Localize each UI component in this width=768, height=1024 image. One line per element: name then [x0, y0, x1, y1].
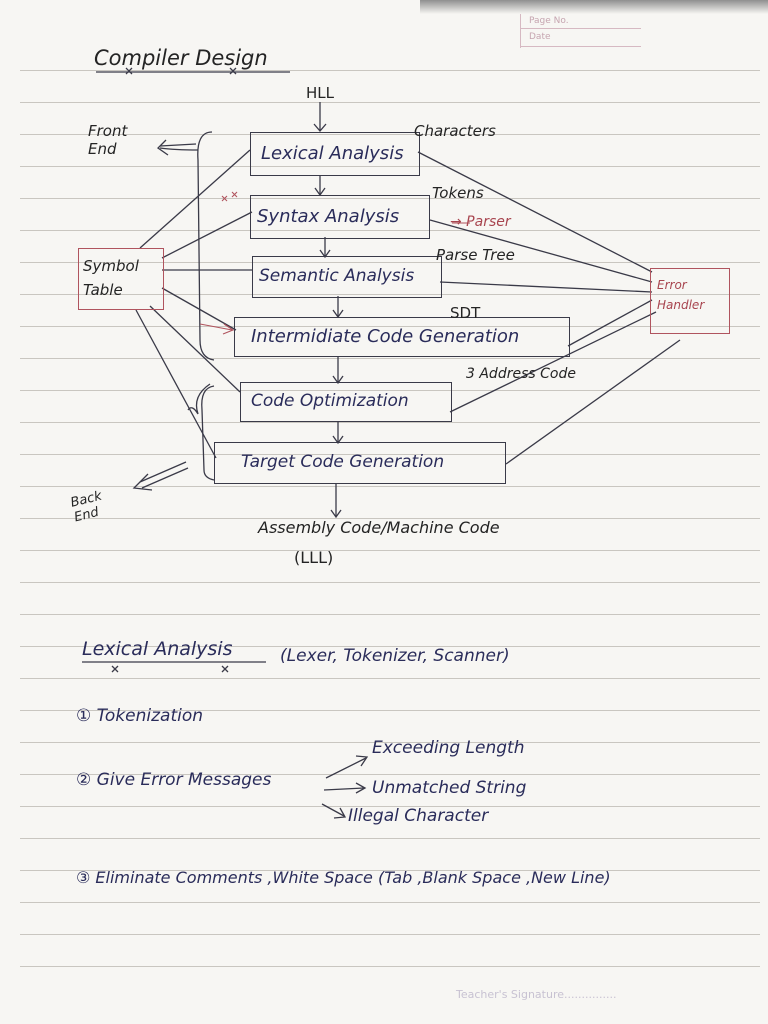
- date-label: Date: [529, 32, 551, 42]
- page-title: Compiler Design: [94, 46, 268, 70]
- phase-optimization-label: Code Optimization: [251, 391, 409, 411]
- error-handler-box: Error Handler: [650, 268, 730, 334]
- page-no-label: Page No.: [529, 16, 569, 26]
- phase-semantic-label: Semantic Analysis: [259, 266, 415, 286]
- error-type-2: Unmatched String: [372, 778, 527, 798]
- phase-box-optimization: Code Optimization: [240, 382, 452, 422]
- phase-box-semantic: Semantic Analysis: [252, 256, 442, 298]
- section-heading: Lexical Analysis: [82, 638, 233, 660]
- phase-box-target: Target Code Generation: [214, 442, 506, 484]
- phase-target-label: Target Code Generation: [241, 452, 445, 472]
- list-item-3: ③ Eliminate Comments ,White Space (Tab ,…: [76, 868, 611, 887]
- phase-intermediate-label: Intermidiate Code Generation: [251, 326, 520, 347]
- edge-label-parse-tree: Parse Tree: [436, 246, 515, 264]
- edge-label-characters: Characters: [414, 122, 496, 140]
- error-type-1: Exceeding Length: [372, 738, 525, 758]
- error-type-3: Illegal Character: [348, 806, 489, 826]
- edge-label-sdt: SDT: [450, 304, 481, 322]
- phase-box-syntax: Syntax Analysis: [250, 195, 430, 239]
- symbol-table-box: Symbol Table: [78, 248, 164, 310]
- output-label: Assembly Code/Machine Code: [258, 518, 500, 537]
- section-heading-aliases: (Lexer, Tokenizer, Scanner): [280, 646, 510, 666]
- edge-label-3-address-code: 3 Address Code: [466, 366, 576, 382]
- edge-label-parser: → Parser: [450, 214, 511, 230]
- phase-box-lexical: Lexical Analysis: [250, 132, 420, 176]
- page-header-box: Page No. Date: [520, 14, 641, 48]
- phase-box-intermediate: Intermidiate Code Generation: [234, 317, 570, 357]
- teacher-signature-line: Teacher's Signature...............: [456, 988, 617, 1001]
- list-item-1: ① Tokenization: [76, 706, 204, 726]
- error-handler-label: Error Handler: [657, 278, 705, 312]
- input-label: HLL: [306, 84, 334, 102]
- list-item-2: ② Give Error Messages: [76, 770, 272, 790]
- edge-label-tokens: Tokens: [432, 184, 484, 202]
- front-end-label: Front End: [88, 122, 128, 158]
- page-edge-shadow: [420, 0, 768, 14]
- phase-syntax-label: Syntax Analysis: [257, 206, 400, 227]
- output-lll-label: (LLL): [294, 548, 334, 567]
- symbol-table-label: Symbol Table: [83, 257, 139, 299]
- phase-lexical-label: Lexical Analysis: [261, 143, 404, 164]
